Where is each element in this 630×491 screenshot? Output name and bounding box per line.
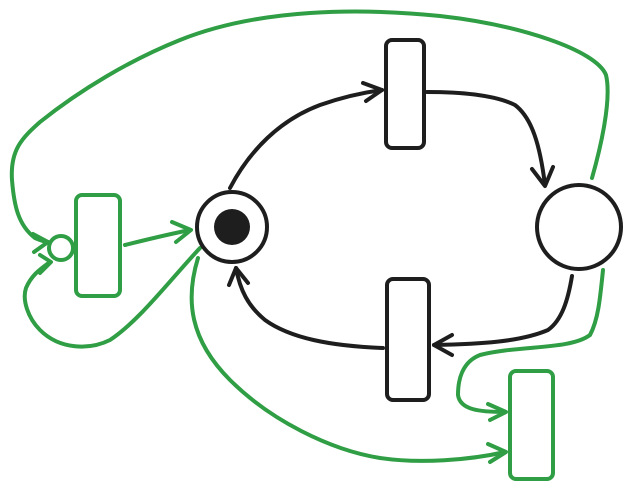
place-center[interactable] [195, 190, 269, 264]
arrowhead [530, 165, 555, 188]
arc-center-to-bottom-right-transition [189, 256, 507, 463]
token [214, 209, 250, 245]
transition-top[interactable] [384, 38, 426, 150]
arrowhead [361, 81, 384, 103]
arc-center-to-small-place [22, 246, 202, 349]
arc-center-to-top-transition [228, 88, 384, 190]
place-left-small[interactable] [47, 234, 75, 262]
arc-left-transition-to-center [123, 228, 192, 247]
arc-right-place-to-bottom-transition [432, 274, 574, 347]
transition-bottom-right[interactable] [508, 369, 555, 481]
arrowhead [486, 442, 508, 464]
place-right[interactable] [535, 183, 623, 271]
transition-bottom[interactable] [385, 277, 431, 402]
arc-top-transition-to-right-place [425, 90, 547, 187]
arc-right-to-small-place [9, 9, 610, 244]
arrowhead [38, 253, 53, 275]
arrowhead [31, 232, 50, 254]
arrowhead [227, 266, 250, 287]
arrowhead [170, 220, 193, 244]
transition-left[interactable] [74, 193, 122, 298]
arc-bottom-transition-to-center [234, 266, 385, 350]
arrowhead [486, 402, 508, 422]
arrowhead [432, 333, 454, 357]
arc-right-to-bottom-right-transition [456, 268, 605, 414]
